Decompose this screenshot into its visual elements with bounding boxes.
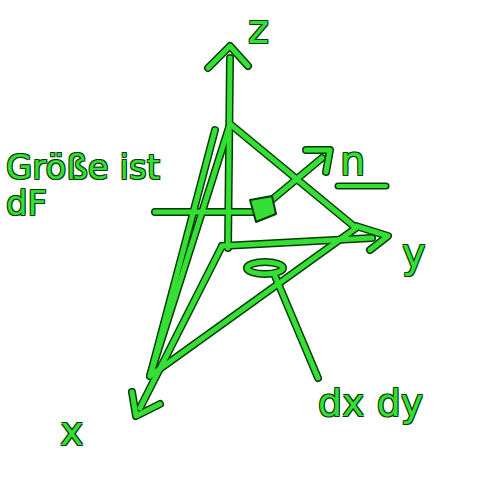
note-text: Größe ist dF xyxy=(6,150,196,221)
axis-label: y xyxy=(402,232,426,274)
normal-label: n xyxy=(340,140,365,182)
note-text: dx dy xyxy=(318,384,423,424)
axis-label: x xyxy=(60,410,84,452)
axis-label: z xyxy=(248,8,269,50)
